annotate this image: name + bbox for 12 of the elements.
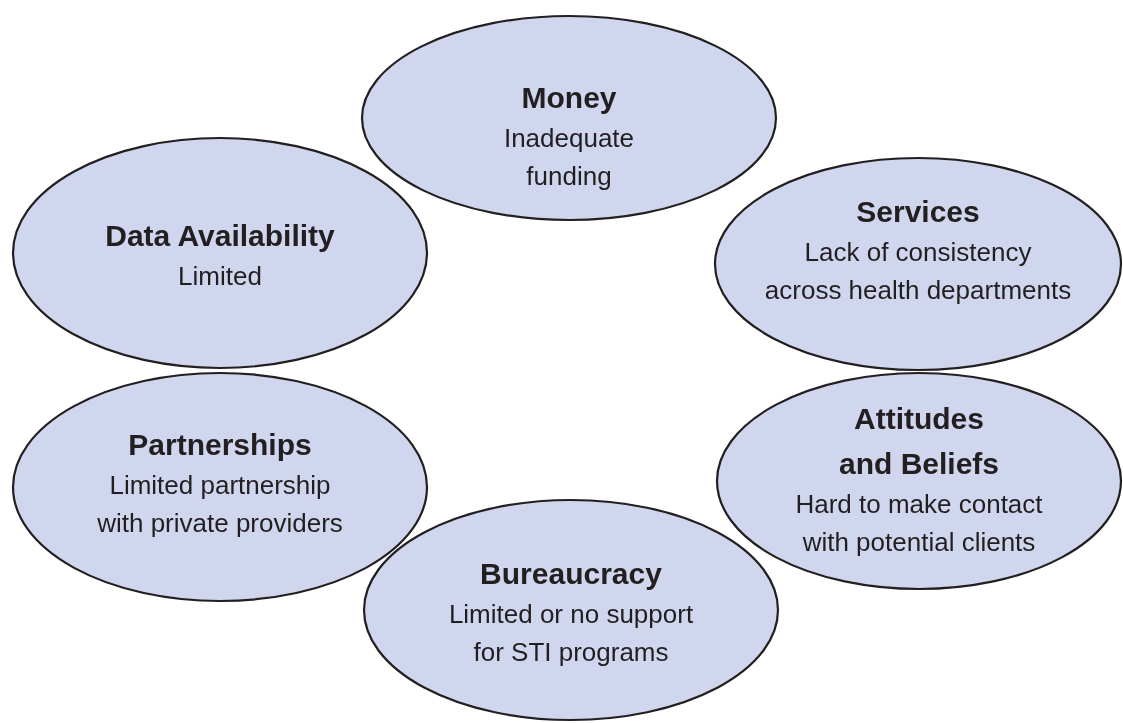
topic-description: Inadequate funding	[502, 122, 636, 193]
topic-description: Lack of consistency across health departments	[763, 236, 1073, 307]
topic-description: Hard to make contact with potential clients	[794, 488, 1044, 559]
topic-heading: Money	[521, 80, 617, 116]
topic-heading: Attitudes and Beliefs	[837, 401, 1001, 482]
topic-heading: Bureaucracy	[480, 556, 662, 592]
topic-description: Limited or no support for STI programs	[447, 598, 695, 669]
topic-heading: Data Availability	[105, 218, 335, 254]
topic-description: Limited	[178, 260, 262, 293]
topic-heading: Partnerships	[128, 427, 312, 463]
topic-description: Limited partnership with private providers	[96, 469, 344, 540]
topic-heading: Services	[856, 194, 980, 230]
